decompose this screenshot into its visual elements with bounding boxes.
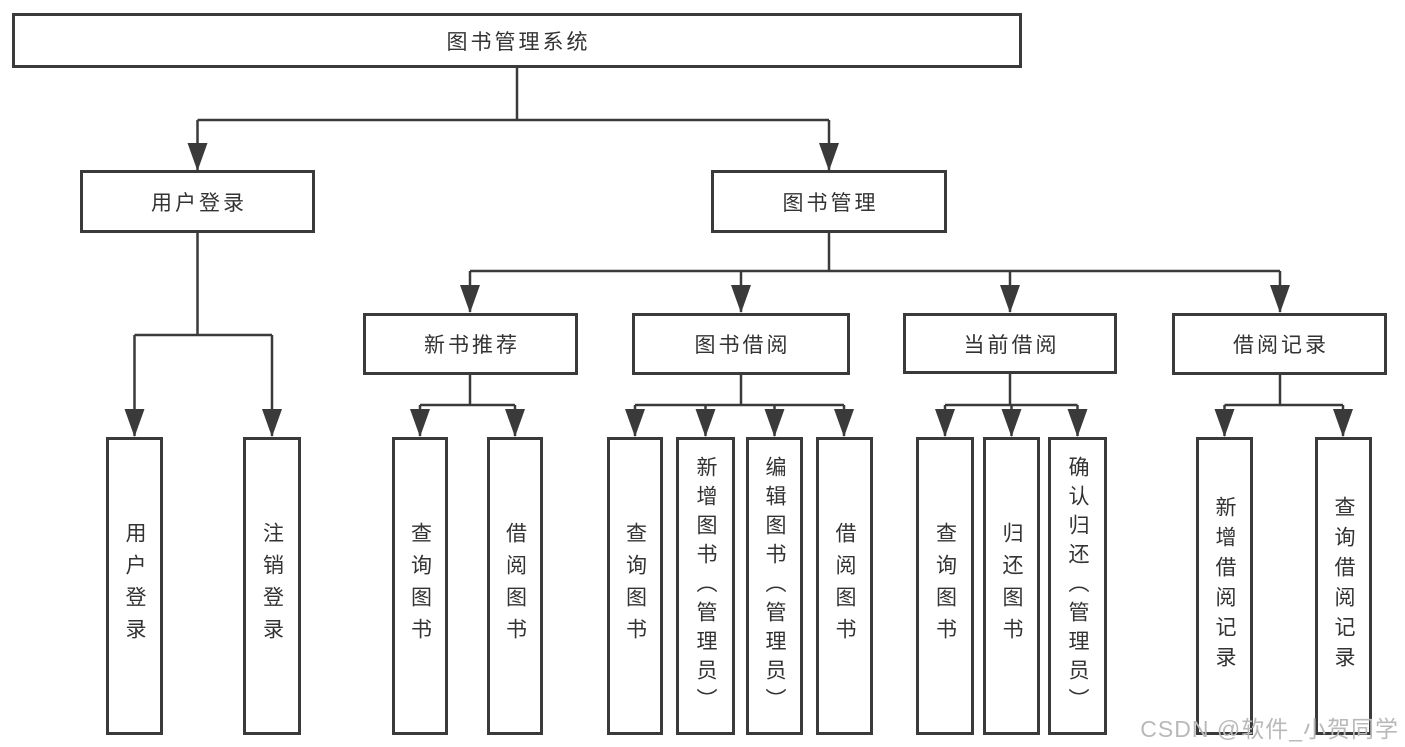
node-new-book-recommendation: 新书推荐	[363, 313, 578, 375]
leaf-borrow-books-rec: 借阅图书	[487, 437, 543, 735]
node-label: 编辑图书（管理员）	[763, 455, 786, 717]
node-label: 归还图书	[1000, 522, 1023, 650]
leaf-query-books-borrow: 查询图书	[607, 437, 663, 735]
node-book-management: 图书管理	[711, 170, 947, 233]
node-label: 当前借阅	[963, 333, 1060, 357]
leaf-return-books: 归还图书	[983, 437, 1040, 735]
leaf-logout: 注销登录	[243, 437, 301, 735]
node-label: 查询借阅记录	[1332, 496, 1355, 676]
node-label: 查询图书	[933, 522, 957, 650]
node-book-borrowing: 图书借阅	[632, 313, 850, 375]
node-user-login: 用户登录	[80, 170, 315, 233]
node-label: 借阅图书	[503, 522, 527, 650]
node-label: 新增借阅记录	[1213, 496, 1236, 676]
leaf-borrow-books: 借阅图书	[816, 437, 873, 735]
leaf-add-borrow-record: 新增借阅记录	[1196, 437, 1253, 735]
node-label: 用户登录	[123, 522, 146, 650]
node-borrowing-records: 借阅记录	[1172, 313, 1387, 375]
leaf-query-borrow-record: 查询借阅记录	[1315, 437, 1372, 735]
node-label: 新增图书（管理员）	[694, 455, 717, 717]
leaf-user-login: 用户登录	[106, 437, 163, 735]
node-label: 借阅记录	[1233, 334, 1329, 357]
leaf-confirm-return-admin: 确认归还（管理员）	[1048, 437, 1107, 735]
node-label: 查询图书	[623, 522, 647, 650]
leaf-edit-books-admin: 编辑图书（管理员）	[746, 437, 803, 735]
node-label: 注销登录	[260, 522, 284, 650]
node-label: 确认归还（管理员）	[1066, 455, 1089, 717]
node-label: 新书推荐	[424, 334, 520, 357]
node-label: 图书管理	[782, 191, 879, 215]
node-label: 查询图书	[408, 522, 432, 650]
node-label: 用户登录	[151, 191, 247, 215]
leaf-query-books-current: 查询图书	[916, 437, 974, 735]
leaf-query-books-rec: 查询图书	[392, 437, 448, 735]
csdn-watermark: CSDN @软件_小贺同学	[1140, 716, 1399, 742]
leaf-add-books-admin: 新增图书（管理员）	[676, 437, 735, 735]
node-library-management-system: 图书管理系统	[12, 13, 1022, 68]
node-current-borrowing: 当前借阅	[903, 313, 1117, 374]
node-label: 图书管理系统	[446, 30, 591, 54]
node-label: 借阅图书	[833, 522, 856, 650]
node-label: 图书借阅	[694, 334, 791, 357]
